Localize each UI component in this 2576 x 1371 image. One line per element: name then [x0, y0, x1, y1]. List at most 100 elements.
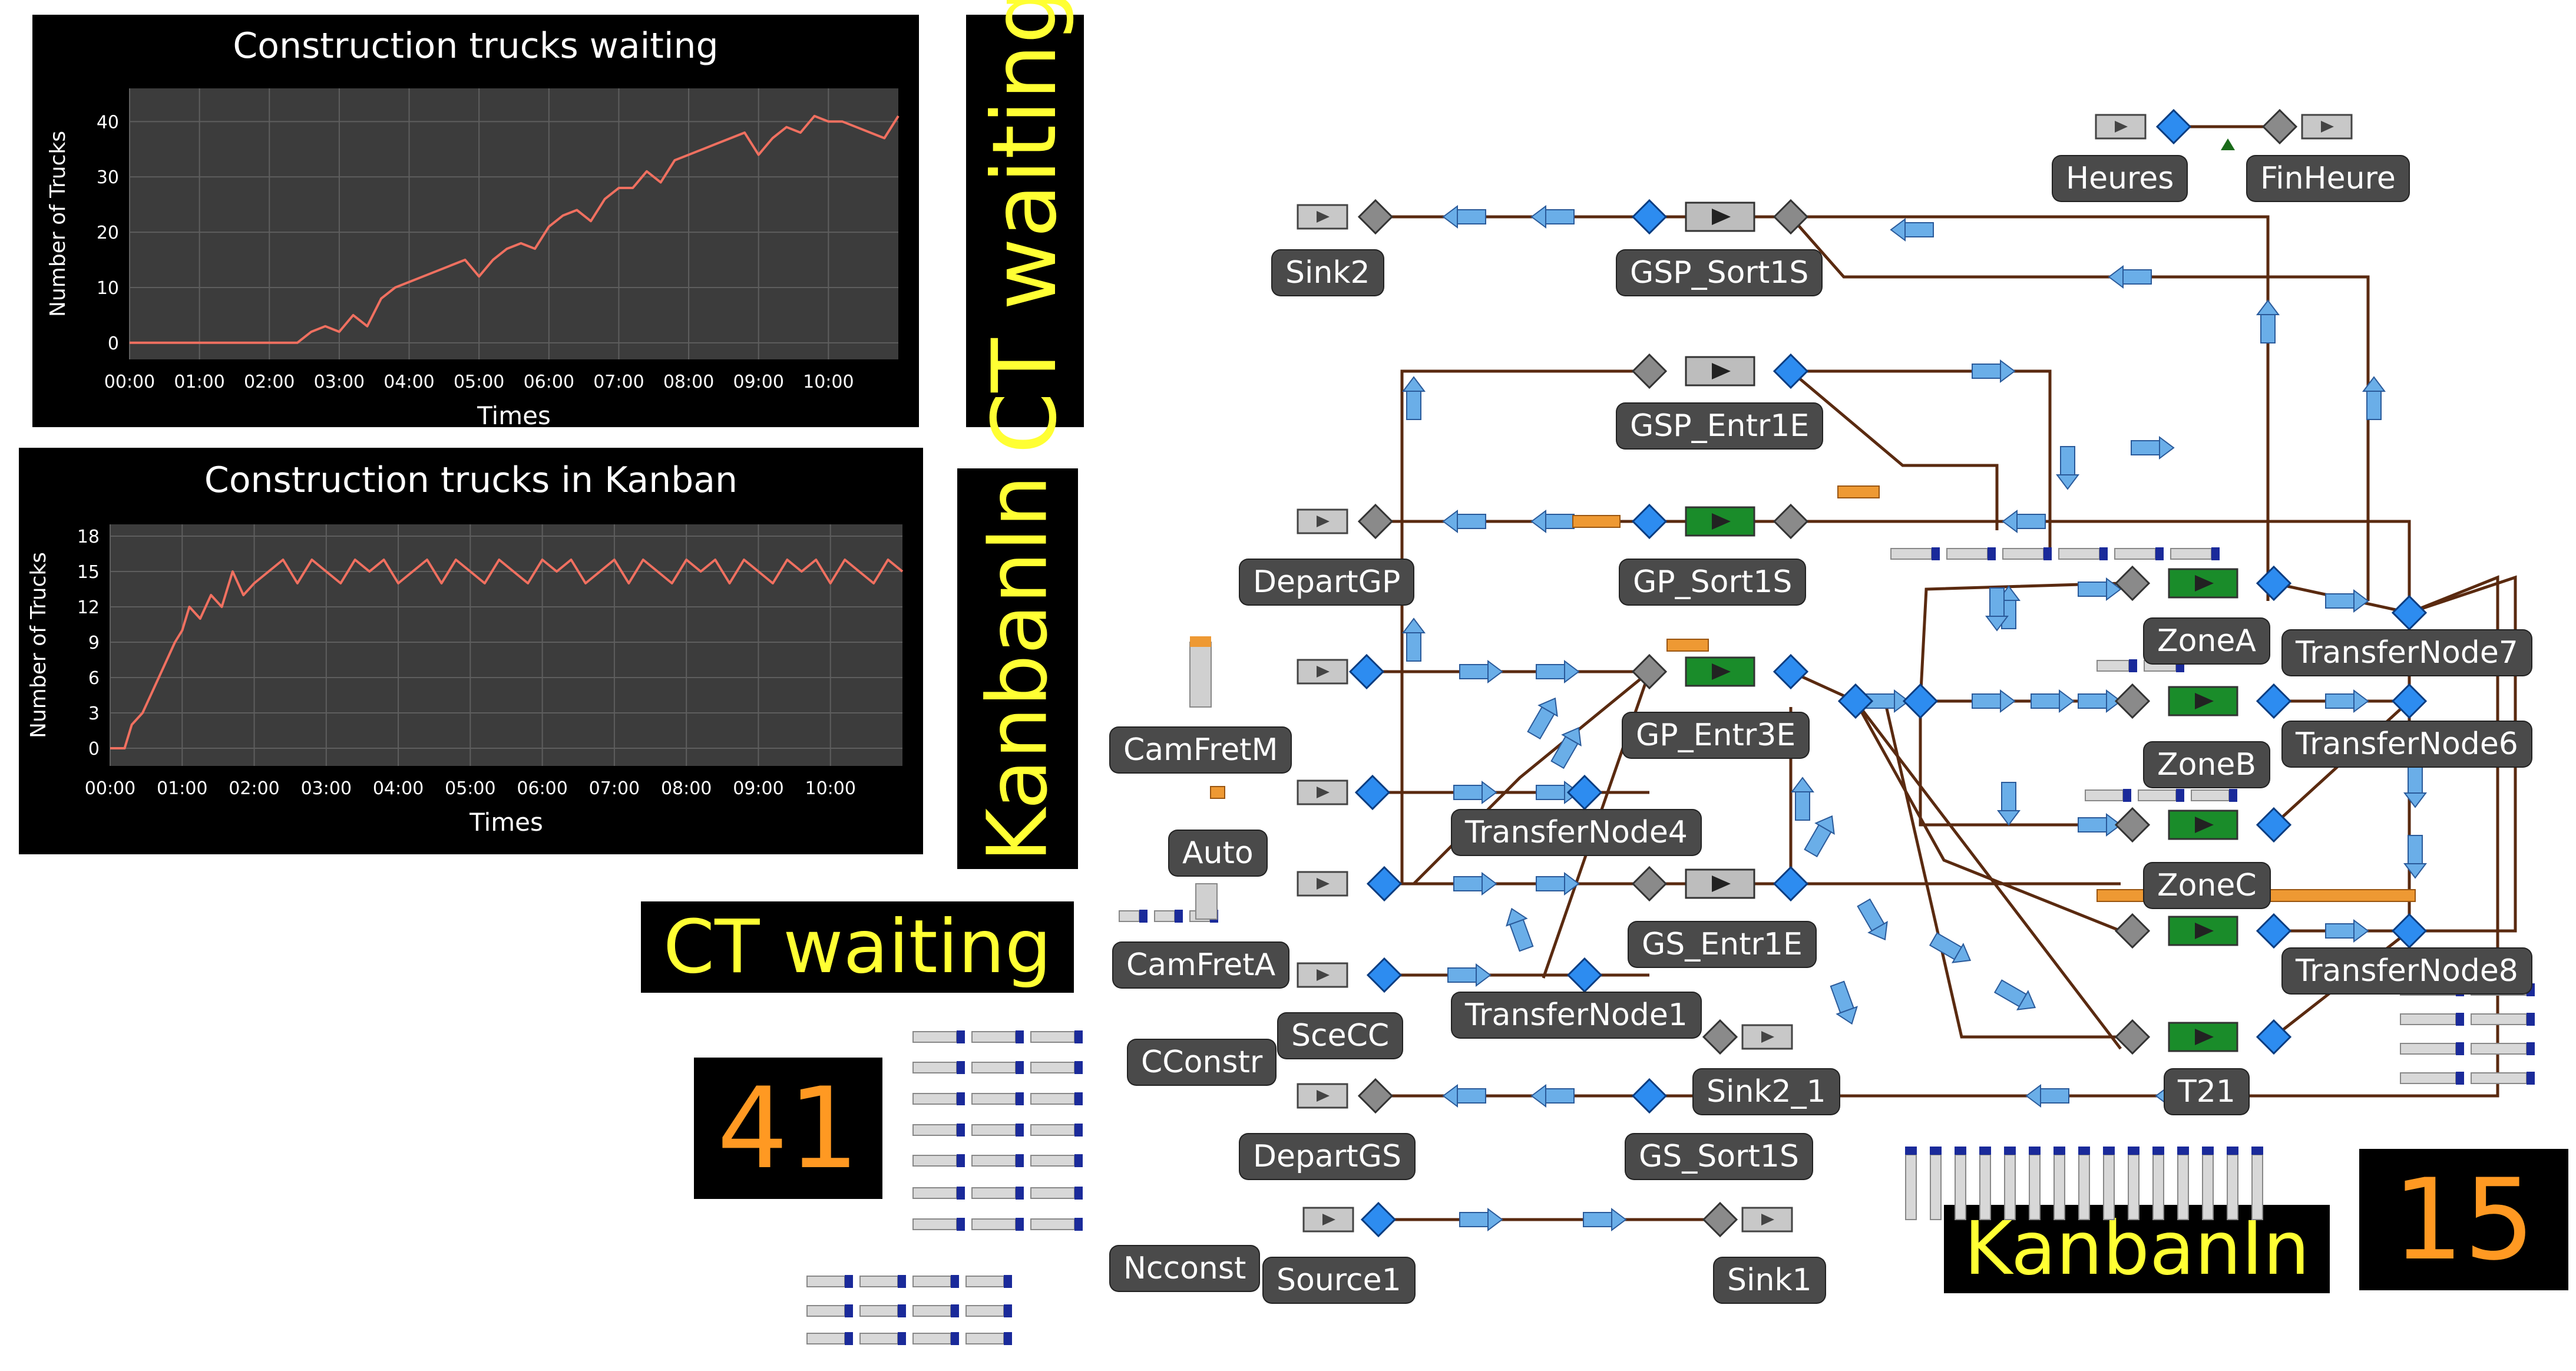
zoneb-output [2256, 683, 2292, 719]
node-label-transfernode4[interactable]: TransferNode4 [1452, 810, 1701, 855]
truck-entity [1030, 1155, 1075, 1167]
node-label-zonec[interactable]: ZoneC [2144, 863, 2270, 908]
arrow-body [1447, 967, 1477, 983]
flow-arrow [2031, 689, 2075, 713]
path-link [1790, 370, 1999, 530]
arrow-head [1442, 1084, 1458, 1108]
flow-arrow [1453, 872, 1497, 896]
truck-cab [2456, 1013, 2464, 1026]
node-label-zoneb[interactable]: ZoneB [2144, 742, 2270, 787]
node-label-t21[interactable]: T21 [2165, 1069, 2248, 1114]
ct-waiting-vertical-label: CT waiting [966, 0, 1084, 454]
truck-entity [912, 1276, 951, 1287]
truck-entity [965, 1333, 1004, 1344]
truck-cab [1016, 1124, 1024, 1137]
arrow-body [2131, 440, 2160, 455]
gsp-sort1s-input [1631, 199, 1668, 235]
chart-title: Construction trucks waiting [233, 25, 719, 67]
path-link [1790, 216, 2370, 601]
t21b-input [2114, 1019, 2151, 1055]
truck-entity [971, 1155, 1016, 1167]
path-link [1854, 700, 2121, 933]
arrow-body [2016, 514, 2046, 529]
truck-entity [859, 1305, 898, 1317]
flow-arrow [1402, 617, 1426, 662]
flow-arrow [1791, 777, 1814, 821]
flow-arrow [2403, 764, 2427, 808]
truck-entity [912, 1093, 957, 1105]
node-label-camfreta[interactable]: CamFretA [1113, 943, 1289, 987]
arrow-head [1476, 963, 1492, 987]
flow-arrow [1447, 963, 1492, 987]
node-label-gp-entr3e[interactable]: GP_Entr3E [1623, 713, 1809, 758]
node-label-transfernode8[interactable]: TransferNode8 [2283, 949, 2531, 993]
node-label-gsp-sort1s[interactable]: GSP_Sort1S [1617, 250, 1822, 295]
flow-arrow [1442, 510, 1486, 533]
play-icon [2115, 121, 2128, 133]
arrow-head [1506, 907, 1528, 927]
arrows-layer [1402, 205, 2427, 1231]
truck-entity [971, 1031, 1016, 1043]
play-icon [1317, 1090, 1330, 1102]
node-label-departgs[interactable]: DepartGS [1240, 1134, 1414, 1179]
arrow-body [2078, 817, 2107, 832]
flow-arrow [1442, 1084, 1486, 1108]
truck-cab [845, 1275, 853, 1288]
y-tick-label: 12 [77, 597, 100, 618]
departgs-node [1357, 1078, 1394, 1114]
node-label-gs-entr1e[interactable]: GS_Entr1E [1629, 922, 1816, 967]
node-label-auto[interactable]: Auto [1169, 831, 1266, 876]
arrow-head [2353, 589, 2369, 613]
node-label-transfernode7[interactable]: TransferNode7 [2283, 630, 2531, 675]
flow-arrow [1530, 510, 1575, 533]
node-label-sink1[interactable]: Sink1 [1714, 1258, 1825, 1303]
arrow-head [1442, 205, 1458, 229]
node-label-gsp-entr1e[interactable]: GSP_Entr1E [1617, 404, 1823, 448]
truck-entity [912, 1187, 957, 1199]
arrow-head [1985, 616, 2009, 632]
truck-entity [1030, 1093, 1075, 1105]
node-label-ncconst[interactable]: Ncconst [1110, 1246, 1259, 1291]
flow-arrow [1459, 660, 1503, 683]
x-tick-label: 02:00 [229, 778, 279, 799]
truck-cab [1139, 910, 1148, 923]
truck-entity [2029, 1154, 2041, 1220]
node-label-gs-sort1s[interactable]: GS_Sort1S [1626, 1134, 1812, 1179]
node-label-zonea[interactable]: ZoneA [2144, 619, 2269, 663]
node-label-departgp[interactable]: DepartGP [1240, 560, 1414, 604]
truck-cab [2176, 789, 2184, 802]
transfernode8 [2391, 913, 2428, 949]
t21-input [2114, 913, 2151, 949]
node-label-transfernode1[interactable]: TransferNode1 [1452, 993, 1701, 1038]
play-icon [1712, 363, 1731, 379]
transfernode7 [2391, 594, 2428, 631]
arrow-head [1537, 697, 1558, 718]
node-label-camfretm[interactable]: CamFretM [1110, 728, 1291, 772]
truck-cab [1905, 1147, 1917, 1155]
truck-cab [951, 1275, 959, 1288]
truck-cab [2202, 1147, 2214, 1155]
plot-area [130, 88, 898, 359]
play-icon [2321, 121, 2334, 133]
node-label-source1[interactable]: Source1 [1264, 1258, 1414, 1303]
arrow-body [1457, 514, 1486, 529]
node-label-heures[interactable]: Heures [2053, 156, 2187, 201]
truck-cab [1074, 1061, 1083, 1074]
t21b-output [2256, 1019, 2292, 1055]
node-label-cconstr[interactable]: CConstr [1128, 1040, 1276, 1085]
node-label-scecc[interactable]: SceCC [1278, 1013, 1403, 1058]
node-label-gp-sort1s[interactable]: GP_Sort1S [1620, 560, 1805, 604]
truck-cab [2177, 1147, 2189, 1155]
node-label-finheure[interactable]: FinHeure [2247, 156, 2409, 201]
arrow-head [1402, 617, 1426, 633]
node-label-sink2[interactable]: Sink2 [1272, 250, 1383, 295]
arrow-body [2122, 269, 2152, 285]
truck-entity [912, 1155, 957, 1167]
node-label-transfernode6[interactable]: TransferNode6 [2283, 722, 2531, 767]
path-link [1791, 215, 2270, 601]
arrow-head [2002, 510, 2018, 533]
arrow-body [2031, 693, 2060, 709]
node-label-sink2-1[interactable]: Sink2_1 [1694, 1069, 1839, 1114]
truck-cab [1979, 1147, 1991, 1155]
truck-entity [2152, 1154, 2164, 1220]
